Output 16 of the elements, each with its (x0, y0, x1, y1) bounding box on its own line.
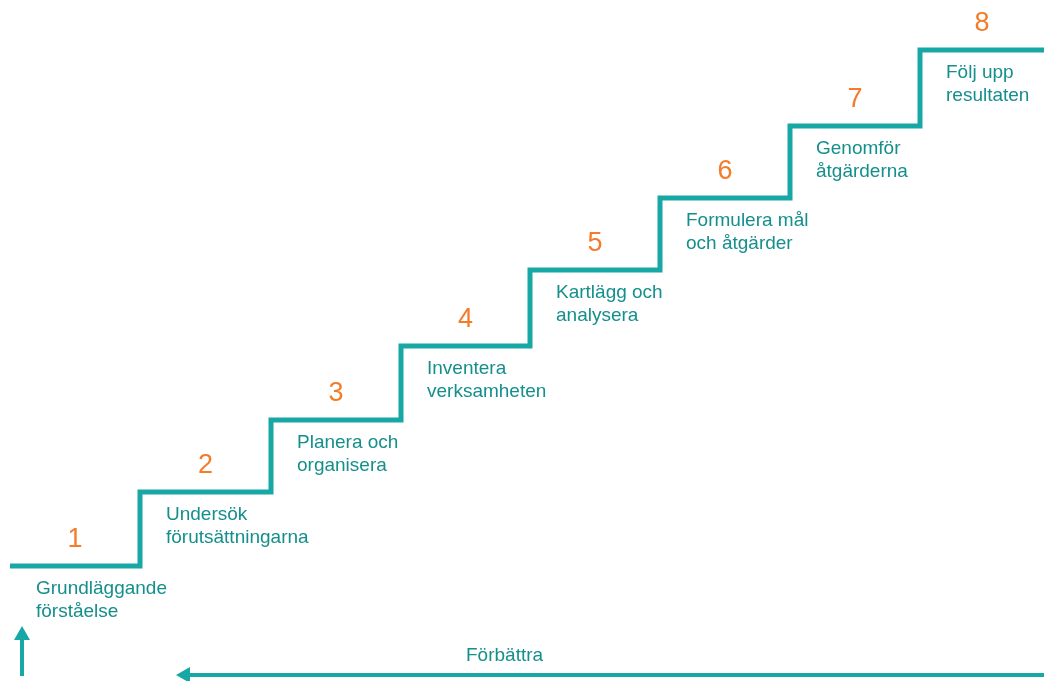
step-number: 1 (66, 523, 84, 553)
step-label: Formulera mål och åtgärder (686, 208, 810, 254)
step-number: 6 (716, 155, 734, 185)
step-label: Genomför åtgärderna (816, 136, 909, 182)
step-number: 4 (457, 303, 474, 333)
step-label: Planera och organisera (297, 430, 400, 476)
step-number: 7 (846, 83, 864, 113)
step-label: Kartlägg och analysera (556, 280, 664, 326)
step-number: 2 (197, 449, 214, 479)
step-number: 8 (973, 7, 991, 37)
step-label: Följ upp resultaten (946, 60, 1031, 106)
step-label: Inventera verksamheten (427, 356, 548, 402)
arrow-label: Förbättra (466, 643, 544, 666)
step-number: 3 (327, 377, 345, 407)
step-number: 5 (586, 227, 604, 257)
step-label: Grundläggande förståelse (36, 576, 168, 622)
